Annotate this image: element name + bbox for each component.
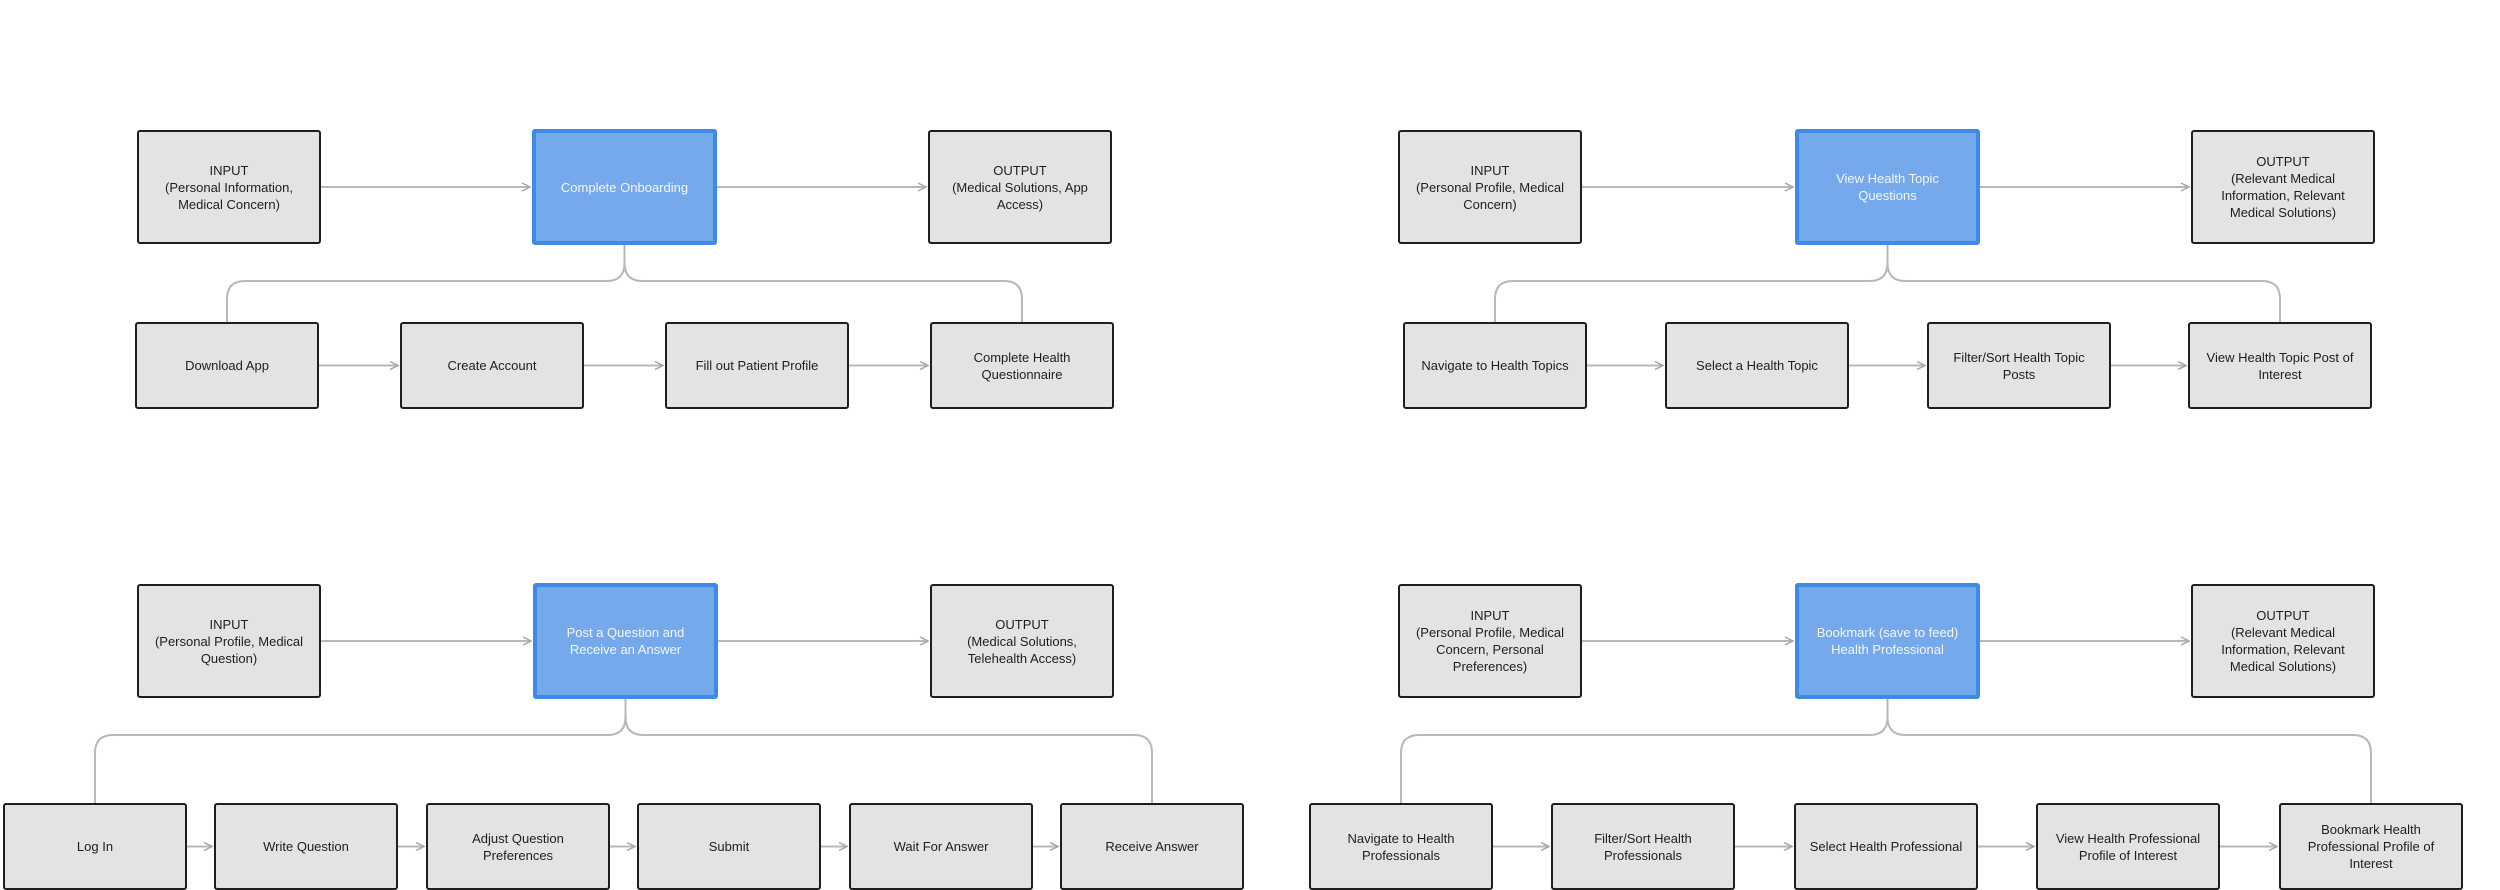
d1-bracket-right (623, 262, 1023, 322)
d4-step-5: Bookmark Health Professional Profile of … (2279, 803, 2463, 890)
d4-step-2: Filter/Sort Health Professionals (1551, 803, 1735, 890)
d4-bracket-right (1886, 716, 2372, 803)
d4-input-box: INPUT (Personal Profile, Medical Concern… (1398, 584, 1582, 698)
d1-bracket-left (226, 245, 626, 322)
d3-input-box: INPUT (Personal Profile, Medical Questio… (137, 584, 321, 698)
d2-step-1: Navigate to Health Topics (1403, 322, 1587, 409)
d2-step-4: View Health Topic Post of Interest (2188, 322, 2372, 409)
d3-output-box: OUTPUT (Medical Solutions, Telehealth Ac… (930, 584, 1114, 698)
d4-output-box: OUTPUT (Relevant Medical Information, Re… (2191, 584, 2375, 698)
d3-step-1: Log In (3, 803, 187, 890)
d2-input-box: INPUT (Personal Profile, Medical Concern… (1398, 130, 1582, 244)
d4-bracket-left (1400, 699, 1889, 803)
d1-step-4: Complete Health Questionnaire (930, 322, 1114, 409)
d2-bracket-left (1494, 245, 1889, 322)
d1-output-box: OUTPUT (Medical Solutions, App Access) (928, 130, 1112, 244)
d1-input-box: INPUT (Personal Information, Medical Con… (137, 130, 321, 244)
d4-action-box: Bookmark (save to feed) Health Professio… (1795, 583, 1980, 699)
d2-output-box: OUTPUT (Relevant Medical Information, Re… (2191, 130, 2375, 244)
d3-step-3: Adjust Question Preferences (426, 803, 610, 890)
d2-step-2: Select a Health Topic (1665, 322, 1849, 409)
d3-bracket-left (94, 699, 627, 803)
d3-action-box: Post a Question and Receive an Answer (533, 583, 718, 699)
d3-step-6: Receive Answer (1060, 803, 1244, 890)
d4-step-4: View Health Professional Profile of Inte… (2036, 803, 2220, 890)
d3-step-4: Submit (637, 803, 821, 890)
d3-bracket-right (624, 716, 1153, 803)
d2-bracket-right (1886, 262, 2281, 322)
d2-action-box: View Health Topic Questions (1795, 129, 1980, 245)
d3-step-2: Write Question (214, 803, 398, 890)
d2-step-3: Filter/Sort Health Topic Posts (1927, 322, 2111, 409)
d4-step-3: Select Health Professional (1794, 803, 1978, 890)
d4-step-1: Navigate to Health Professionals (1309, 803, 1493, 890)
d1-step-2: Create Account (400, 322, 584, 409)
d1-action-box: Complete Onboarding (532, 129, 717, 245)
d1-step-1: Download App (135, 322, 319, 409)
d3-step-5: Wait For Answer (849, 803, 1033, 890)
d1-step-3: Fill out Patient Profile (665, 322, 849, 409)
